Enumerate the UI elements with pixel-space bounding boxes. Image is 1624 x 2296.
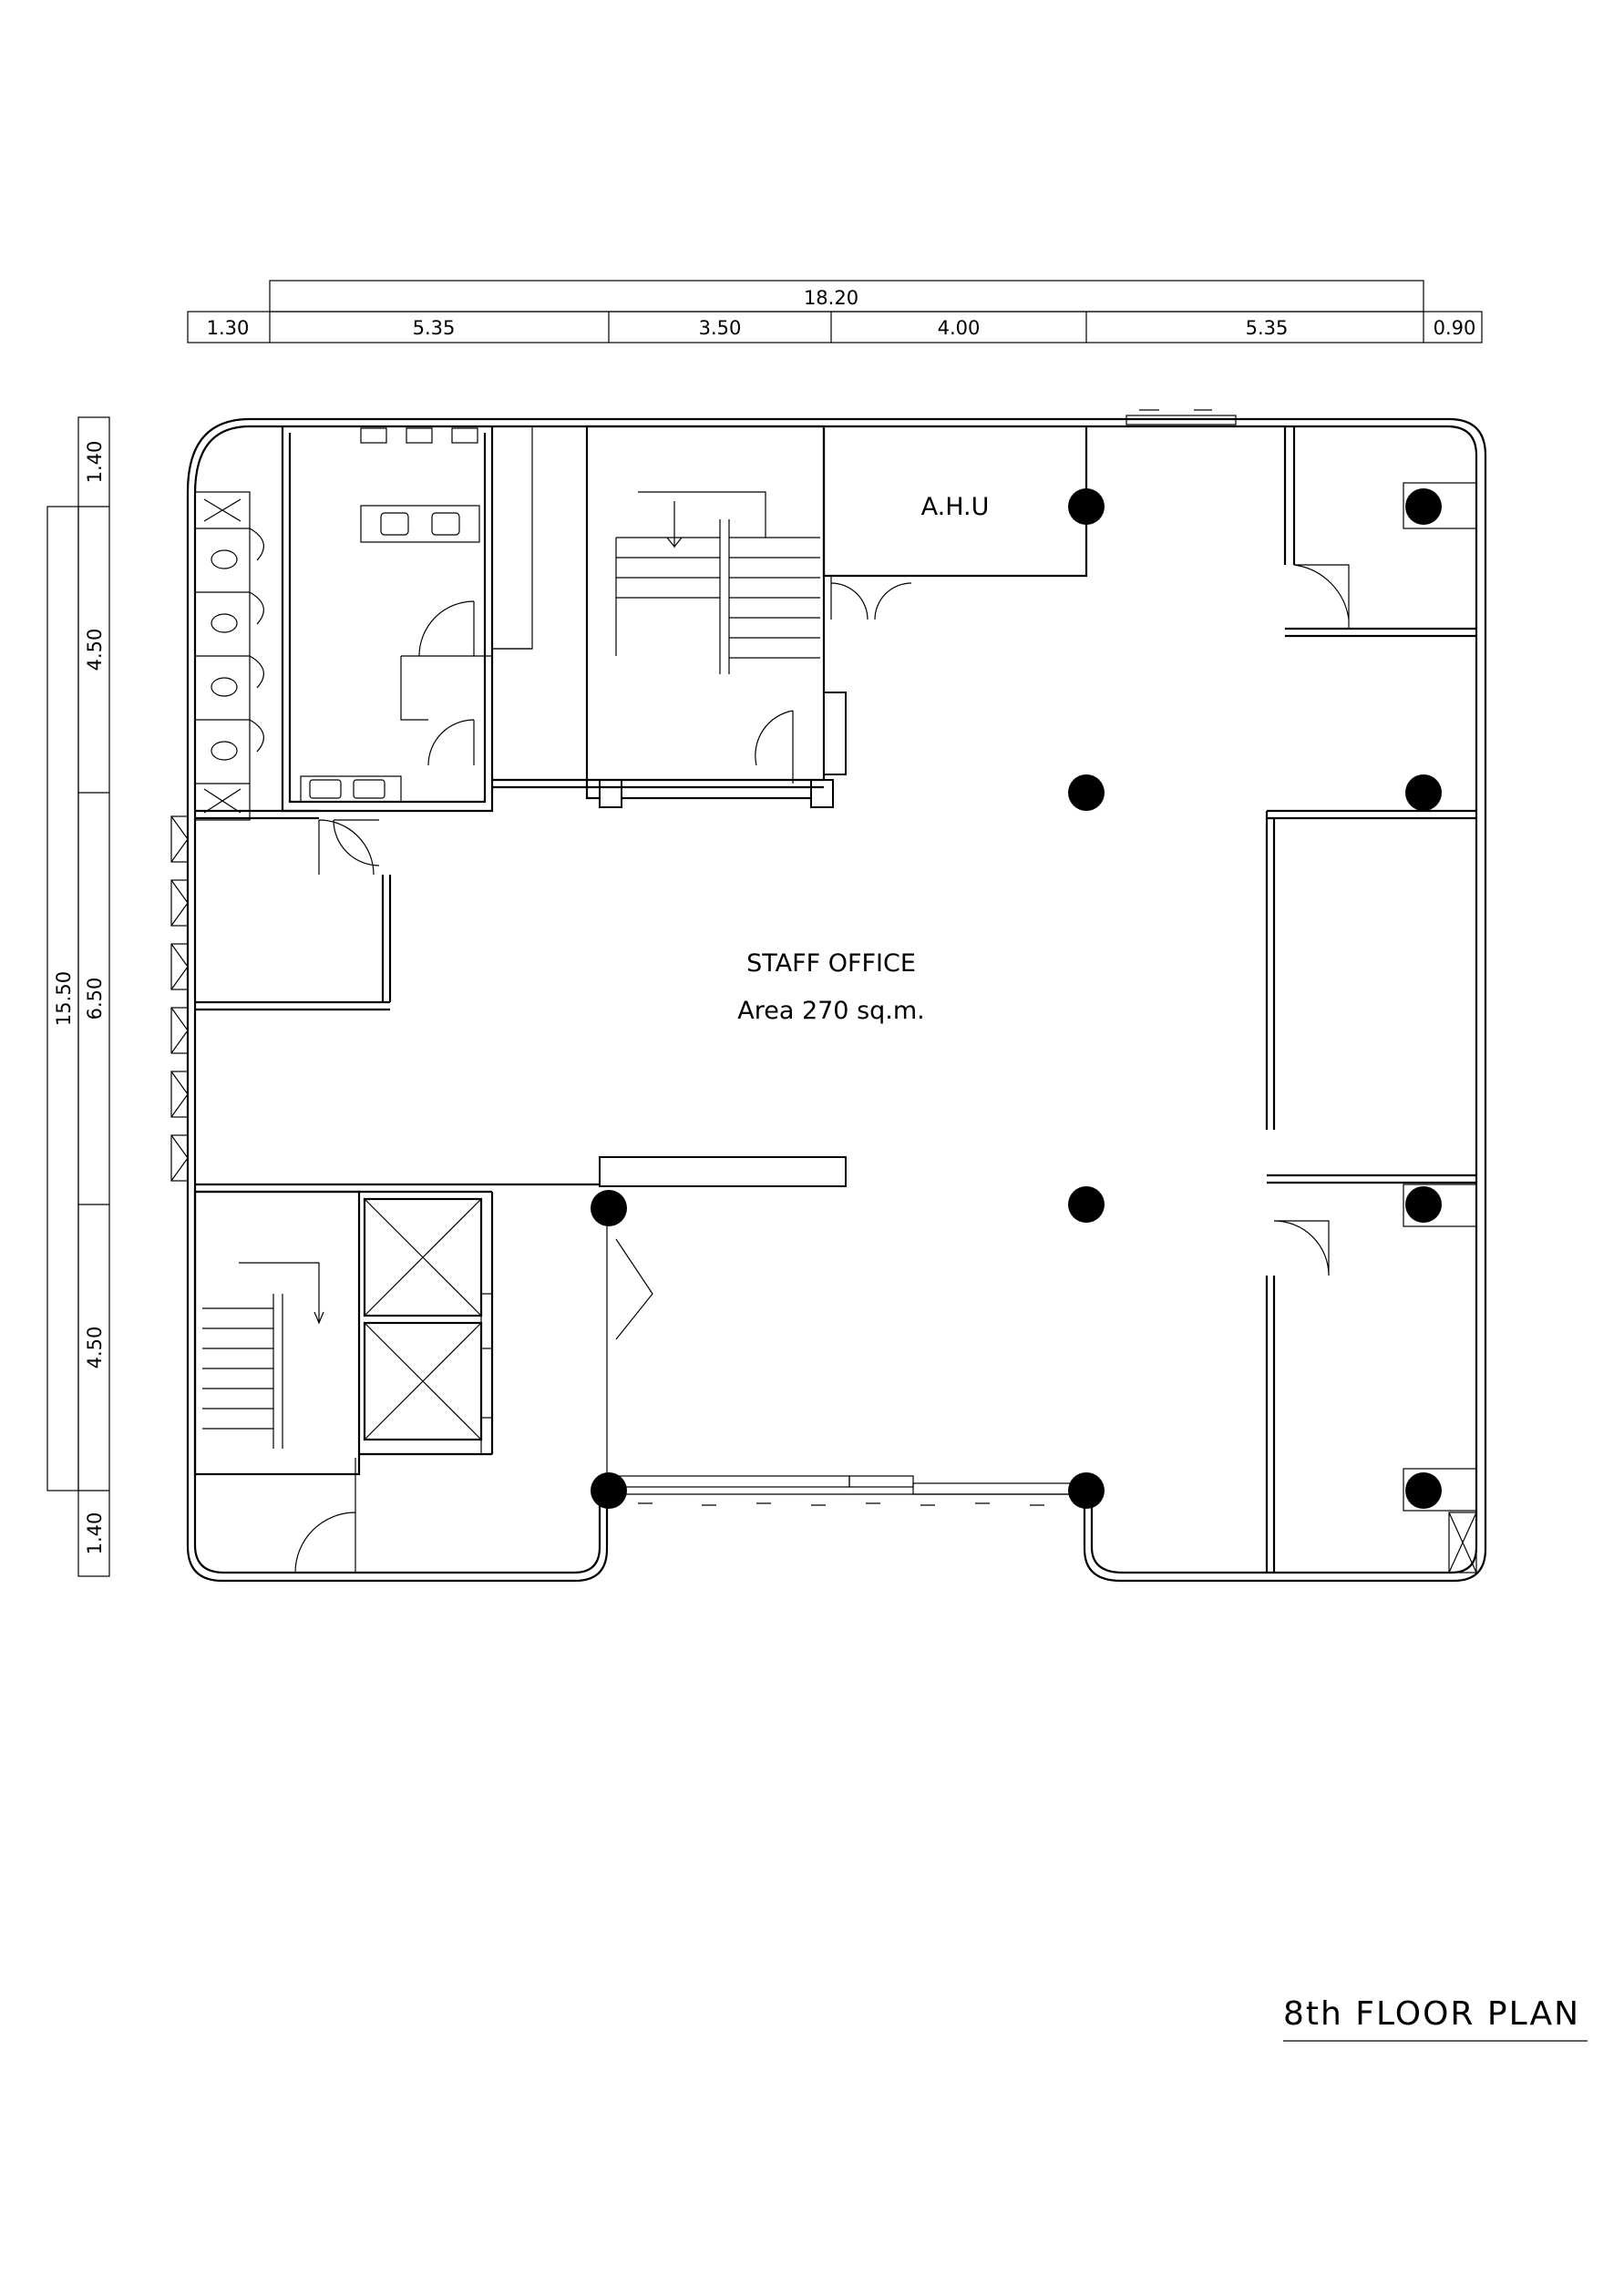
top-sliding-door: [1125, 415, 1237, 425]
plan-title: 8th FLOOR PLAN: [1283, 1995, 1580, 2033]
dim-top-segment-5: 5.35: [1246, 317, 1289, 339]
top-right-room: [1283, 426, 1476, 638]
column: [1068, 1186, 1105, 1223]
right-rooms: [1265, 809, 1477, 1573]
elevator-shafts: [359, 1197, 493, 1456]
column: [1405, 1186, 1442, 1223]
exterior-walls: [170, 409, 1487, 1583]
ahu-room: A.H.U: [822, 426, 1088, 775]
structural-columns: [591, 482, 1477, 1512]
column: [1405, 488, 1442, 525]
column: [591, 1190, 627, 1226]
dim-left-segment-5: 1.40: [84, 1512, 106, 1555]
dim-left-segment-3: 6.50: [84, 978, 106, 1020]
column: [1068, 774, 1105, 811]
left-side-room: [195, 809, 392, 1011]
left-facade-windows: [170, 815, 189, 1182]
left-dimension-string: 15.50 1.40 4.50 6.50 4.50 1.40: [46, 416, 110, 1577]
stair-bottom: [193, 1190, 361, 1573]
top-dimension-string: 18.20 1.30 5.35 3.50 4.00 5.35 0.90: [187, 280, 1483, 343]
dim-top-segment-3: 3.50: [699, 317, 742, 339]
column: [1405, 1472, 1442, 1509]
dim-left-total: 15.50: [53, 971, 75, 1026]
column: [1405, 774, 1442, 811]
dim-top-segment-6: 0.90: [1434, 317, 1476, 339]
dim-top-segment-2: 5.35: [413, 317, 456, 339]
dim-left-segment-1: 1.40: [84, 441, 106, 484]
room-label-staff-office: STAFF OFFICE: [746, 949, 916, 978]
dim-top-segment-4: 4.00: [938, 317, 981, 339]
bottom-glazing: [615, 1475, 1078, 1506]
room-label-ahu: A.H.U: [921, 493, 990, 521]
dim-top-total: 18.20: [804, 287, 858, 309]
dim-left-segment-4: 4.50: [84, 1327, 106, 1369]
room-area-staff-office: Area 270 sq.m.: [737, 997, 925, 1025]
column: [591, 1472, 627, 1509]
stair-top: [585, 425, 834, 808]
column: [1068, 1472, 1105, 1509]
dim-left-segment-2: 4.50: [84, 629, 106, 671]
dim-top-segment-1: 1.30: [207, 317, 250, 339]
lift-lobby: [195, 1156, 847, 1476]
internal-partitions: [492, 778, 824, 789]
toilet-block: [194, 425, 533, 866]
sheet-title: 8th FLOOR PLAN: [1283, 1995, 1588, 2042]
